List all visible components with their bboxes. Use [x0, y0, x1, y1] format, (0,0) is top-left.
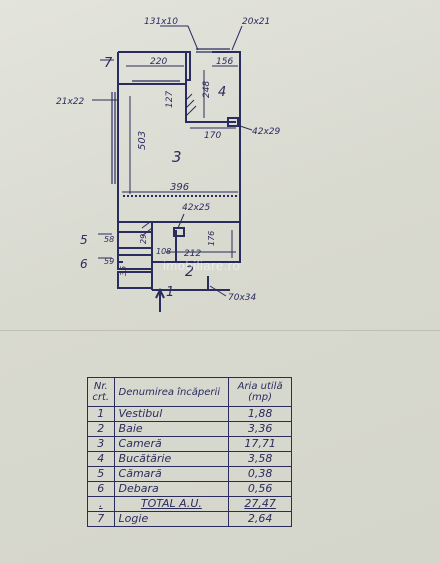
extra-name: Logie [113, 511, 230, 527]
row-name: Baie [113, 421, 230, 437]
marker-storage: 5 [80, 233, 88, 247]
dim-door-entrance: 70x34 [228, 293, 257, 303]
table-extra-row: 7 Logie 2,64 [87, 511, 292, 527]
room-number-bathroom: 2 [185, 264, 194, 280]
plan-kitchen-wall [185, 84, 236, 123]
row-name: Cameră [113, 436, 230, 452]
dim-small-b: 29 [139, 234, 148, 244]
dim-kitchen-width: 156 [216, 57, 233, 67]
row-name: Bucătărie [113, 451, 230, 467]
row-nr: 6 [87, 481, 115, 497]
table-header-row: Nr. crt. Denumirea încăperii Aria utilă … [87, 377, 292, 407]
table-total-row: . TOTAL A.U. 27,47 [87, 496, 292, 512]
plan-wall-top-right [212, 51, 241, 262]
row-area: 3,36 [228, 421, 292, 437]
row-area: 0,38 [228, 466, 292, 482]
watermark: imobiliare.ro [163, 258, 241, 273]
row-nr: 2 [87, 421, 115, 437]
table-row: 6 Debara 0,56 [87, 481, 292, 497]
paper-fold-line [0, 330, 440, 331]
header-name: Denumirea încăperii [113, 377, 230, 407]
dim-duct-kitchen: 42x29 [252, 127, 281, 137]
total-area: 27,47 [228, 496, 292, 512]
dim-duct-bath: 42x25 [182, 203, 211, 213]
total-label: TOTAL A.U. [113, 496, 230, 512]
row-name: Cămară [113, 466, 230, 482]
row-area: 17,71 [228, 436, 292, 452]
table-row: 3 Cameră 17,71 [87, 436, 292, 452]
row-name: Vestibul [113, 406, 230, 422]
dim-window-kitchen: 20x21 [242, 17, 270, 27]
row-area: 3,58 [228, 451, 292, 467]
room-number-kitchen: 4 [218, 85, 226, 100]
dim-room-width: 396 [170, 182, 189, 193]
table-row: 2 Baie 3,36 [87, 421, 292, 437]
dim-small-c: 108 [156, 247, 171, 256]
extra-nr: 7 [87, 511, 115, 527]
marker-closet: 6 [80, 257, 88, 271]
row-area: 0,56 [228, 481, 292, 497]
header-nr: Nr. crt. [87, 377, 115, 407]
dim-window-top: 131x10 [144, 17, 178, 27]
dim-window-left: 21x22 [56, 97, 85, 107]
marker-loggia: 7 [104, 56, 113, 71]
dim-kitchen-inner-width: 170 [204, 131, 221, 141]
row-nr: 5 [87, 466, 115, 482]
dim-closet-height: 127 [165, 91, 175, 108]
table-row: 1 Vestibul 1,88 [87, 406, 292, 422]
dim-storage-width: 58 [104, 235, 114, 244]
dim-small-a: 35 [119, 266, 128, 276]
dim-kitchen-height: 248 [202, 81, 212, 98]
row-nr: 4 [87, 451, 115, 467]
dim-closet-width: 59 [104, 257, 114, 266]
marker-entrance: 1 [166, 285, 174, 300]
header-area: Aria utilă (mp) [228, 377, 292, 407]
dim-loggia-width: 220 [150, 57, 167, 67]
extra-area: 2,64 [228, 511, 292, 527]
row-nr: 1 [87, 406, 115, 422]
row-nr: 3 [87, 436, 115, 452]
row-area: 1,88 [228, 406, 292, 422]
room-number-room: 3 [172, 148, 182, 166]
row-name: Debara [113, 481, 230, 497]
dim-bath-height: 176 [207, 231, 216, 246]
table-row: 4 Bucătărie 3,58 [87, 451, 292, 467]
room-area-table: Nr. crt. Denumirea încăperii Aria utilă … [87, 377, 292, 527]
total-nr: . [87, 496, 115, 512]
dim-bath-width: 212 [184, 249, 201, 259]
table-row: 5 Cămară 0,38 [87, 466, 292, 482]
dim-room-height: 503 [137, 131, 148, 150]
